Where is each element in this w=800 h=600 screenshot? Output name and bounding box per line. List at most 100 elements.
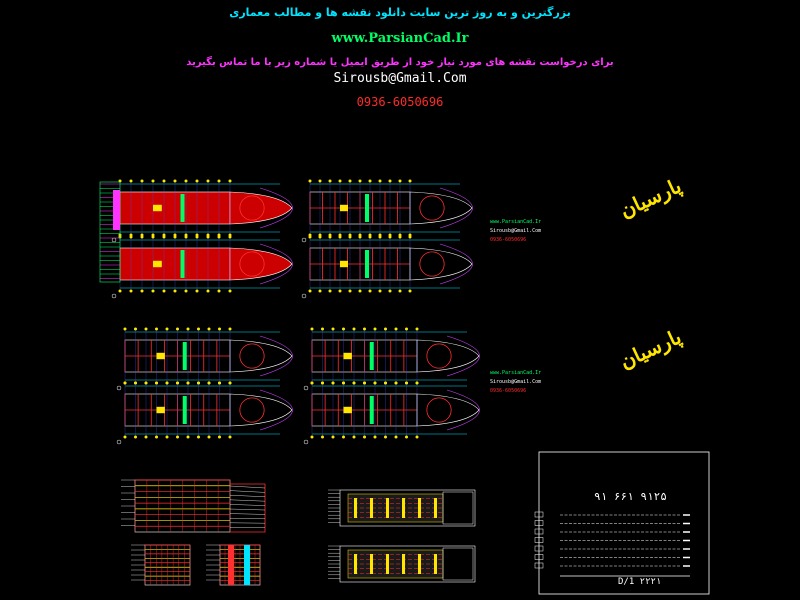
plan-c2-bubble <box>207 381 211 385</box>
plan-a2-bubble <box>228 235 232 239</box>
plan-d1-bubble <box>321 327 324 331</box>
frame-footer: D/1 ۲۲۲۱ <box>618 577 662 587</box>
elev-g2-pilaster <box>434 554 437 574</box>
plan-b2-bubble <box>378 235 382 239</box>
plan-d2-bubble <box>342 435 345 439</box>
plan-c1-bubble <box>155 327 158 331</box>
plan-b1-bow <box>409 191 473 225</box>
section-f2-shaft <box>228 545 234 585</box>
elev-g2-end <box>442 547 474 581</box>
plan-c1-core <box>156 352 165 360</box>
titleblock-label-box <box>534 545 544 552</box>
plan-d2-arc <box>446 389 480 431</box>
plan-d2-bubble <box>394 381 398 385</box>
plan-b2-label-mark <box>301 293 307 299</box>
plan-c2-arc <box>259 389 293 431</box>
plan-a2-bubble <box>217 235 221 239</box>
plan-b1-bow-room <box>419 195 445 221</box>
plan-d1-bubble <box>310 327 314 331</box>
plan-a2-bubble <box>140 235 144 239</box>
text-block-2-line-2: Sirousb@Gmail.Com <box>490 379 542 385</box>
plan-c1-bubble <box>197 327 200 331</box>
plan-a2-bubble <box>140 289 144 293</box>
plan-b1-bubble <box>368 179 372 183</box>
plan-d1-bubble <box>405 327 408 331</box>
plan-d1-bubble <box>331 327 335 331</box>
plan-a2-bubble <box>162 289 166 293</box>
plan-a2-bubble <box>129 235 133 239</box>
frame-title: ۹۱ ۶۶۱ ۹۱۲۵ <box>594 490 667 503</box>
plan-b2-bubble <box>318 235 322 239</box>
elev-g2-pilaster <box>402 554 405 574</box>
plan-c2-bubble <box>155 435 158 439</box>
titleblock-label-box <box>534 528 544 535</box>
plan-b1-bubble <box>338 179 342 183</box>
plan-c2-bubble <box>134 435 137 439</box>
plan-d1-core <box>343 352 352 360</box>
header-website[interactable]: www.ParsianCad.Ir <box>331 31 469 46</box>
plan-a2-core <box>153 260 162 268</box>
plan-d2-bubble <box>363 435 366 439</box>
elev-g2-pilaster <box>418 554 421 574</box>
plan-d1-bubble <box>373 327 377 331</box>
plan-b1-bubble <box>318 179 322 183</box>
legend-swatch <box>113 190 120 230</box>
titleblock-label-box <box>534 554 544 560</box>
elev-g1-pilaster <box>418 498 421 518</box>
plan-d2-bubble <box>415 435 419 439</box>
plan-b2-bubble <box>398 235 402 239</box>
plan-d2-bubble <box>310 435 314 439</box>
plan-b1-bubble <box>348 179 352 183</box>
plan-d2-bubble <box>405 435 408 439</box>
plan-d2-bow-room <box>426 397 452 423</box>
plan-b2-bubble <box>308 289 312 293</box>
plan-a1-bubble <box>140 179 144 183</box>
plan-c2-bubble <box>144 435 148 439</box>
plan-a2-label-mark <box>111 293 117 299</box>
section-e1-ramp-line <box>229 495 266 497</box>
elev-g2-pilaster <box>354 554 357 574</box>
plan-d2-bubble <box>394 435 398 439</box>
plan-d2-bubble <box>363 381 366 385</box>
plan-b1-stair <box>365 194 369 222</box>
plan-a1-bubble <box>151 179 155 183</box>
plan-c2-bubble <box>186 435 190 439</box>
plan-b2-arc <box>439 243 473 285</box>
plan-d1-arc <box>446 335 480 377</box>
plan-a2-bubble <box>151 289 155 293</box>
elev-g2-pilaster <box>386 554 389 574</box>
plan-b1-core <box>340 204 348 212</box>
plan-b2-bubble <box>388 235 392 239</box>
plan-c2-bubble <box>123 435 127 439</box>
plan-c2-bubble <box>144 381 148 385</box>
plan-a1-bubble <box>173 179 177 183</box>
plan-a1-bow <box>229 191 293 225</box>
plan-a2-bubble <box>162 235 166 239</box>
plan-b2-bubble <box>368 289 372 293</box>
section-e1-ramp-line <box>229 504 266 506</box>
titleblock-label-box <box>534 520 544 526</box>
plan-a2-bubble <box>206 235 210 239</box>
plan-b1-label-mark <box>301 237 307 243</box>
elev-g1-pilaster <box>434 498 437 518</box>
plan-b2-bubble <box>338 289 342 293</box>
section-e1-ramp-line <box>229 499 266 502</box>
plan-c2-bubble <box>228 435 232 439</box>
section-e1-ramp <box>230 483 266 533</box>
plan-b2-bow-room <box>419 251 445 277</box>
plan-a2-bubble <box>195 235 199 239</box>
plan-a1-bubble <box>162 179 166 183</box>
plan-a1-label-mark <box>111 237 117 243</box>
plan-c1-bubble <box>207 327 211 331</box>
header-email[interactable]: Sirousb@Gmail.Com <box>333 71 467 86</box>
plan-b2-bubble <box>338 235 342 239</box>
plan-d1-bubble <box>352 327 356 331</box>
plan-d2-bubble <box>384 381 387 385</box>
plan-a1-stair <box>180 194 185 222</box>
plan-b1-bubble <box>388 179 392 183</box>
header-tagline: بزرگترین و به روز ترین سایت دانلود نقشه … <box>229 6 571 19</box>
header-phone: 0936-6050696 <box>356 95 444 109</box>
text-block-1: www.ParsianCad.Ir Sirousb@Gmail.Com 0936… <box>490 218 541 245</box>
plan-b1-arc <box>439 187 473 229</box>
plan-c2-bubble <box>155 381 158 385</box>
